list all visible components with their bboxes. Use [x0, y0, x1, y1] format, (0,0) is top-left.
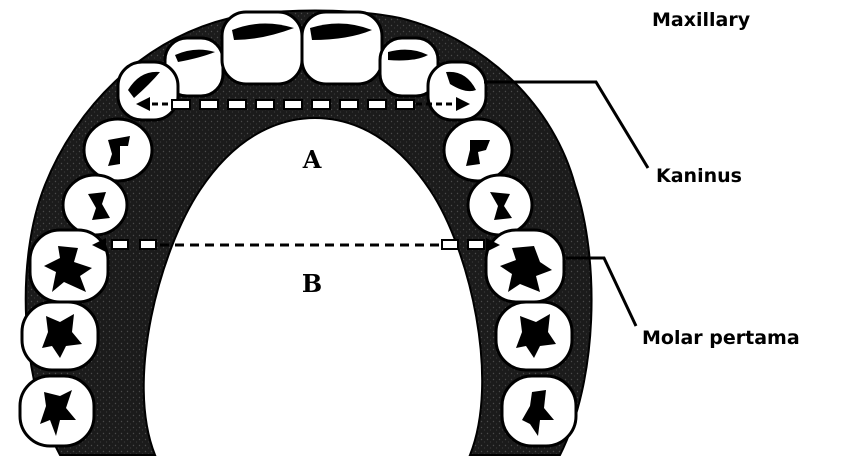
left-central-incisor	[222, 12, 302, 84]
line-b-dash	[468, 240, 484, 249]
line-b-dash	[140, 240, 156, 249]
right-canine	[428, 62, 486, 120]
line-b-dash	[442, 240, 458, 249]
canine-label: Kaninus	[656, 165, 742, 187]
left-canine	[118, 62, 178, 120]
line-b-dash	[112, 240, 128, 249]
diagram-title: Maxillary	[652, 9, 751, 31]
right-central-incisor	[302, 12, 382, 84]
intermolar-width-line	[92, 238, 500, 252]
first-molar-label: Molar pertama	[642, 327, 800, 349]
line-a-dashes	[172, 100, 414, 109]
label-b: B	[302, 269, 322, 298]
label-a: A	[302, 145, 322, 174]
